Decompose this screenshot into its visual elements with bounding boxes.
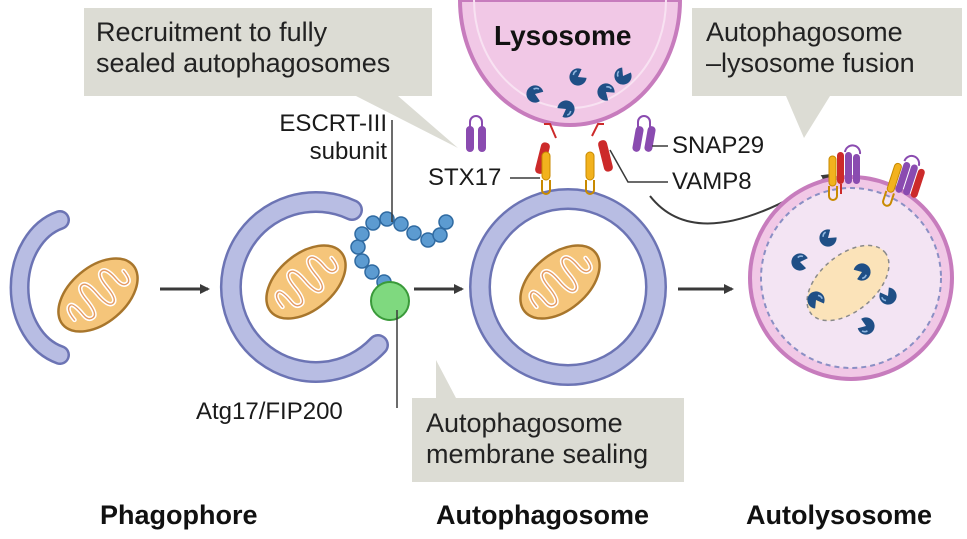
callout-fusion <box>692 8 962 138</box>
degraded-mitochondrion-icon <box>806 244 890 322</box>
snap29-protein <box>466 115 486 152</box>
callout-recruitment-line-2: sealed autophagosomes <box>96 48 391 78</box>
callout-recruitment-line-1: Recruitment to fully <box>96 17 328 47</box>
callout-recruitment <box>84 8 458 148</box>
vamp8-label: VAMP8 <box>672 168 752 195</box>
mitochondrion-icon <box>45 244 151 346</box>
closing-phagophore-membrane <box>219 190 389 383</box>
callout-fusion-line-1: Autophagosome <box>706 17 903 47</box>
vamp8-protein <box>591 123 613 172</box>
stage-label-autolysosome: Autolysosome <box>746 500 933 530</box>
lysosome <box>457 0 683 127</box>
snap29-label: SNAP29 <box>672 132 765 159</box>
lysosome-snares <box>466 115 656 174</box>
callout-sealing-text: Autophagosome membrane sealing <box>426 408 648 470</box>
snare-complexes <box>828 144 925 207</box>
callout-sealing <box>412 360 684 482</box>
snap29-protein <box>632 115 656 152</box>
escrt-iii-chain <box>350 211 454 290</box>
vamp8-leader <box>609 149 668 183</box>
stage-label-autophagosome: Autophagosome <box>436 500 649 530</box>
escrt-label: ESCRT-III subunit <box>262 110 387 166</box>
autolysosome <box>748 175 954 381</box>
escrt-label-line-2: subunit <box>309 138 387 165</box>
escrt-label-line-1: ESCRT-III <box>279 110 387 137</box>
stx17-label: STX17 <box>428 164 502 191</box>
lysosome-label: Lysosome <box>494 20 632 51</box>
callout-fusion-text: Autophagosome –lysosome fusion <box>706 17 915 79</box>
callout-fusion-line-2: –lysosome fusion <box>706 48 915 78</box>
callout-sealing-line-2: membrane sealing <box>426 439 649 469</box>
phagophore-membrane <box>9 210 70 365</box>
stx17-proteins <box>541 151 595 195</box>
atg17-label: Atg17/FIP200 <box>196 398 343 425</box>
stage-label-phagophore: Phagophore <box>100 500 258 530</box>
callout-sealing-line-1: Autophagosome <box>426 408 623 438</box>
callout-recruitment-text: Recruitment to fully sealed autophagosom… <box>96 17 390 79</box>
mitochondrion-icon <box>253 231 359 333</box>
atg17-complex <box>370 281 410 321</box>
